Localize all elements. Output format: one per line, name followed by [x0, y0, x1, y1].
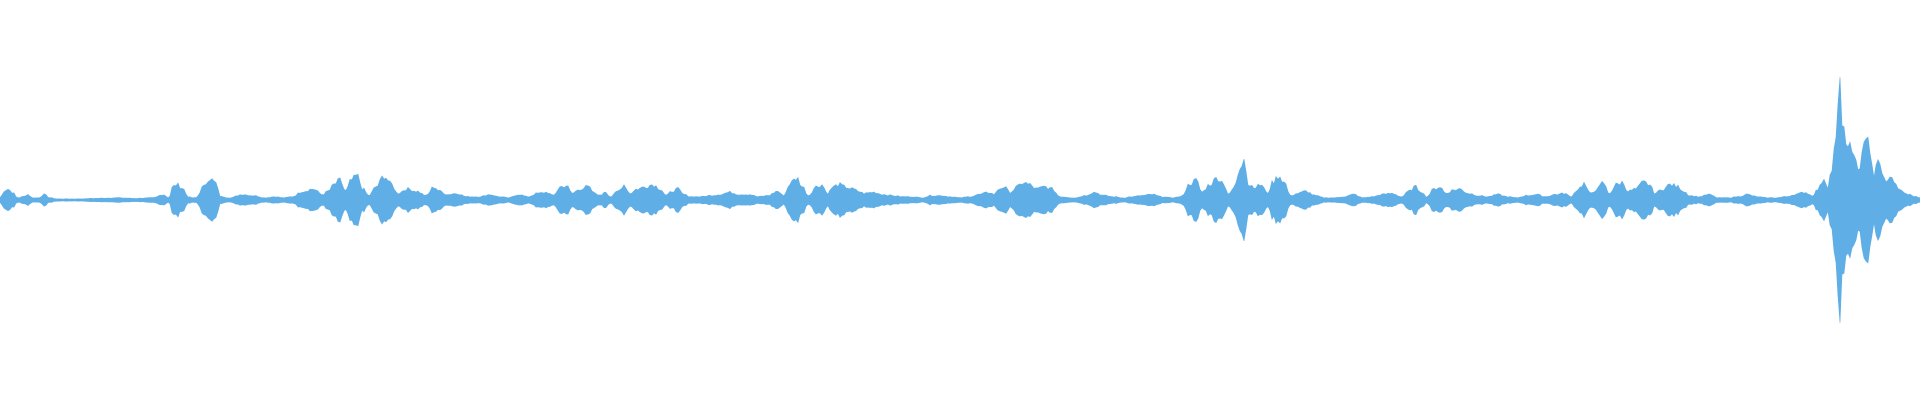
waveform-shape-group — [0, 77, 1920, 323]
